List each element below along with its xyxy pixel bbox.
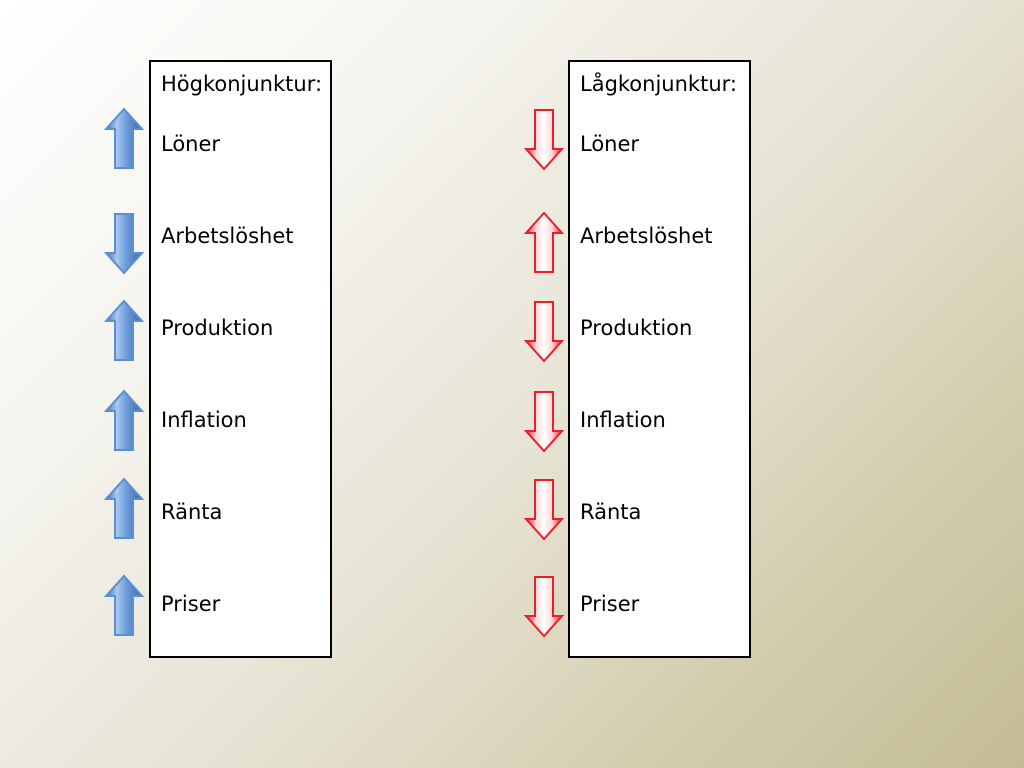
recession-inflation-arrow-icon [523, 391, 565, 453]
recession-priser-arrow-icon [523, 576, 565, 638]
boom-panel: Högkonjunktur: Löner Arbetslöshet Produk… [149, 60, 332, 658]
boom-item-produktion: Produktion [161, 316, 274, 340]
recession-ranta-arrow-icon [523, 479, 565, 541]
recession-panel: Lågkonjunktur: Löner Arbetslöshet Produk… [568, 60, 751, 658]
recession-produktion-arrow-icon [523, 301, 565, 363]
recession-item-ranta: Ränta [580, 500, 642, 524]
recession-arbetsloshet-arrow-icon [523, 211, 565, 273]
boom-ranta-arrow-icon [103, 477, 145, 539]
boom-loner-arrow-icon [103, 107, 145, 169]
boom-item-inflation: Inflation [161, 408, 247, 432]
recession-item-arbetsloshet: Arbetslöshet [580, 224, 713, 248]
boom-inflation-arrow-icon [103, 389, 145, 451]
boom-priser-arrow-icon [103, 574, 145, 636]
recession-item-priser: Priser [580, 592, 640, 616]
boom-item-arbetsloshet: Arbetslöshet [161, 224, 294, 248]
recession-item-inflation: Inflation [580, 408, 666, 432]
boom-arbetsloshet-arrow-icon [103, 213, 145, 275]
boom-item-ranta: Ränta [161, 500, 223, 524]
boom-item-priser: Priser [161, 592, 221, 616]
boom-item-loner: Löner [161, 132, 221, 156]
recession-item-loner: Löner [580, 132, 640, 156]
recession-title: Lågkonjunktur: [580, 72, 737, 96]
recession-loner-arrow-icon [523, 109, 565, 171]
recession-item-produktion: Produktion [580, 316, 693, 340]
boom-title: Högkonjunktur: [161, 72, 323, 96]
boom-produktion-arrow-icon [103, 299, 145, 361]
